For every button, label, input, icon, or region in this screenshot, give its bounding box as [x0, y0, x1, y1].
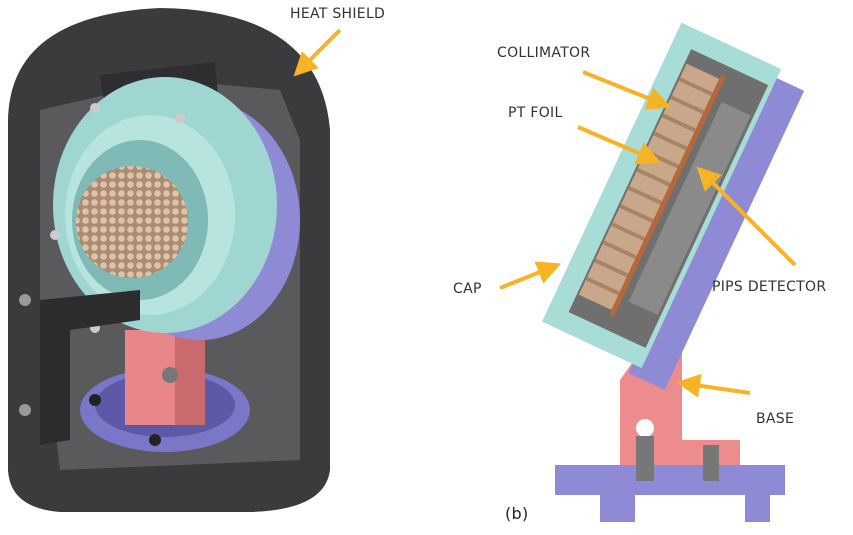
arrow-cap	[499, 261, 562, 290]
pips-detector-part	[628, 102, 751, 315]
label-cap: CAP	[453, 281, 482, 297]
arrow-heat-shield	[293, 28, 342, 77]
screw-head	[149, 434, 161, 446]
pink-mount-side	[175, 330, 205, 425]
base-bolt	[703, 445, 719, 481]
pivot-bolt	[162, 367, 178, 383]
label-pips-detector: PIPS DETECTOR	[712, 279, 827, 295]
callout-arrows	[293, 28, 797, 398]
arrow-base	[676, 373, 751, 398]
arrow-collimator	[582, 70, 672, 110]
screw-head	[90, 103, 100, 113]
base-bolt-hole	[636, 419, 654, 437]
screw-head	[19, 404, 31, 416]
heat-shield-bracket	[40, 290, 140, 445]
base-bolt	[636, 436, 654, 481]
collimator-channels	[585, 77, 713, 296]
label-pt-foil: PT FOIL	[508, 105, 563, 121]
screw-head	[175, 113, 185, 123]
label-collimator: COLLIMATOR	[497, 45, 591, 61]
label-base: BASE	[756, 411, 795, 427]
back-plate	[628, 73, 805, 390]
screw-head	[89, 394, 101, 406]
collimator-holes	[76, 166, 188, 278]
base-plate	[555, 465, 785, 522]
panel-label-b: (b)	[505, 504, 529, 523]
heat-shield-assembly	[8, 8, 330, 512]
label-heat-shield: HEAT SHIELD	[290, 6, 386, 22]
arrow-pips-detector	[696, 166, 797, 267]
pt-foil-part	[609, 74, 726, 317]
arrow-pt-foil	[577, 125, 662, 165]
screw-head	[19, 294, 31, 306]
tilted-sensor-stack	[541, 22, 805, 390]
sensor-cross-section	[541, 22, 805, 522]
screw-head	[50, 230, 60, 240]
